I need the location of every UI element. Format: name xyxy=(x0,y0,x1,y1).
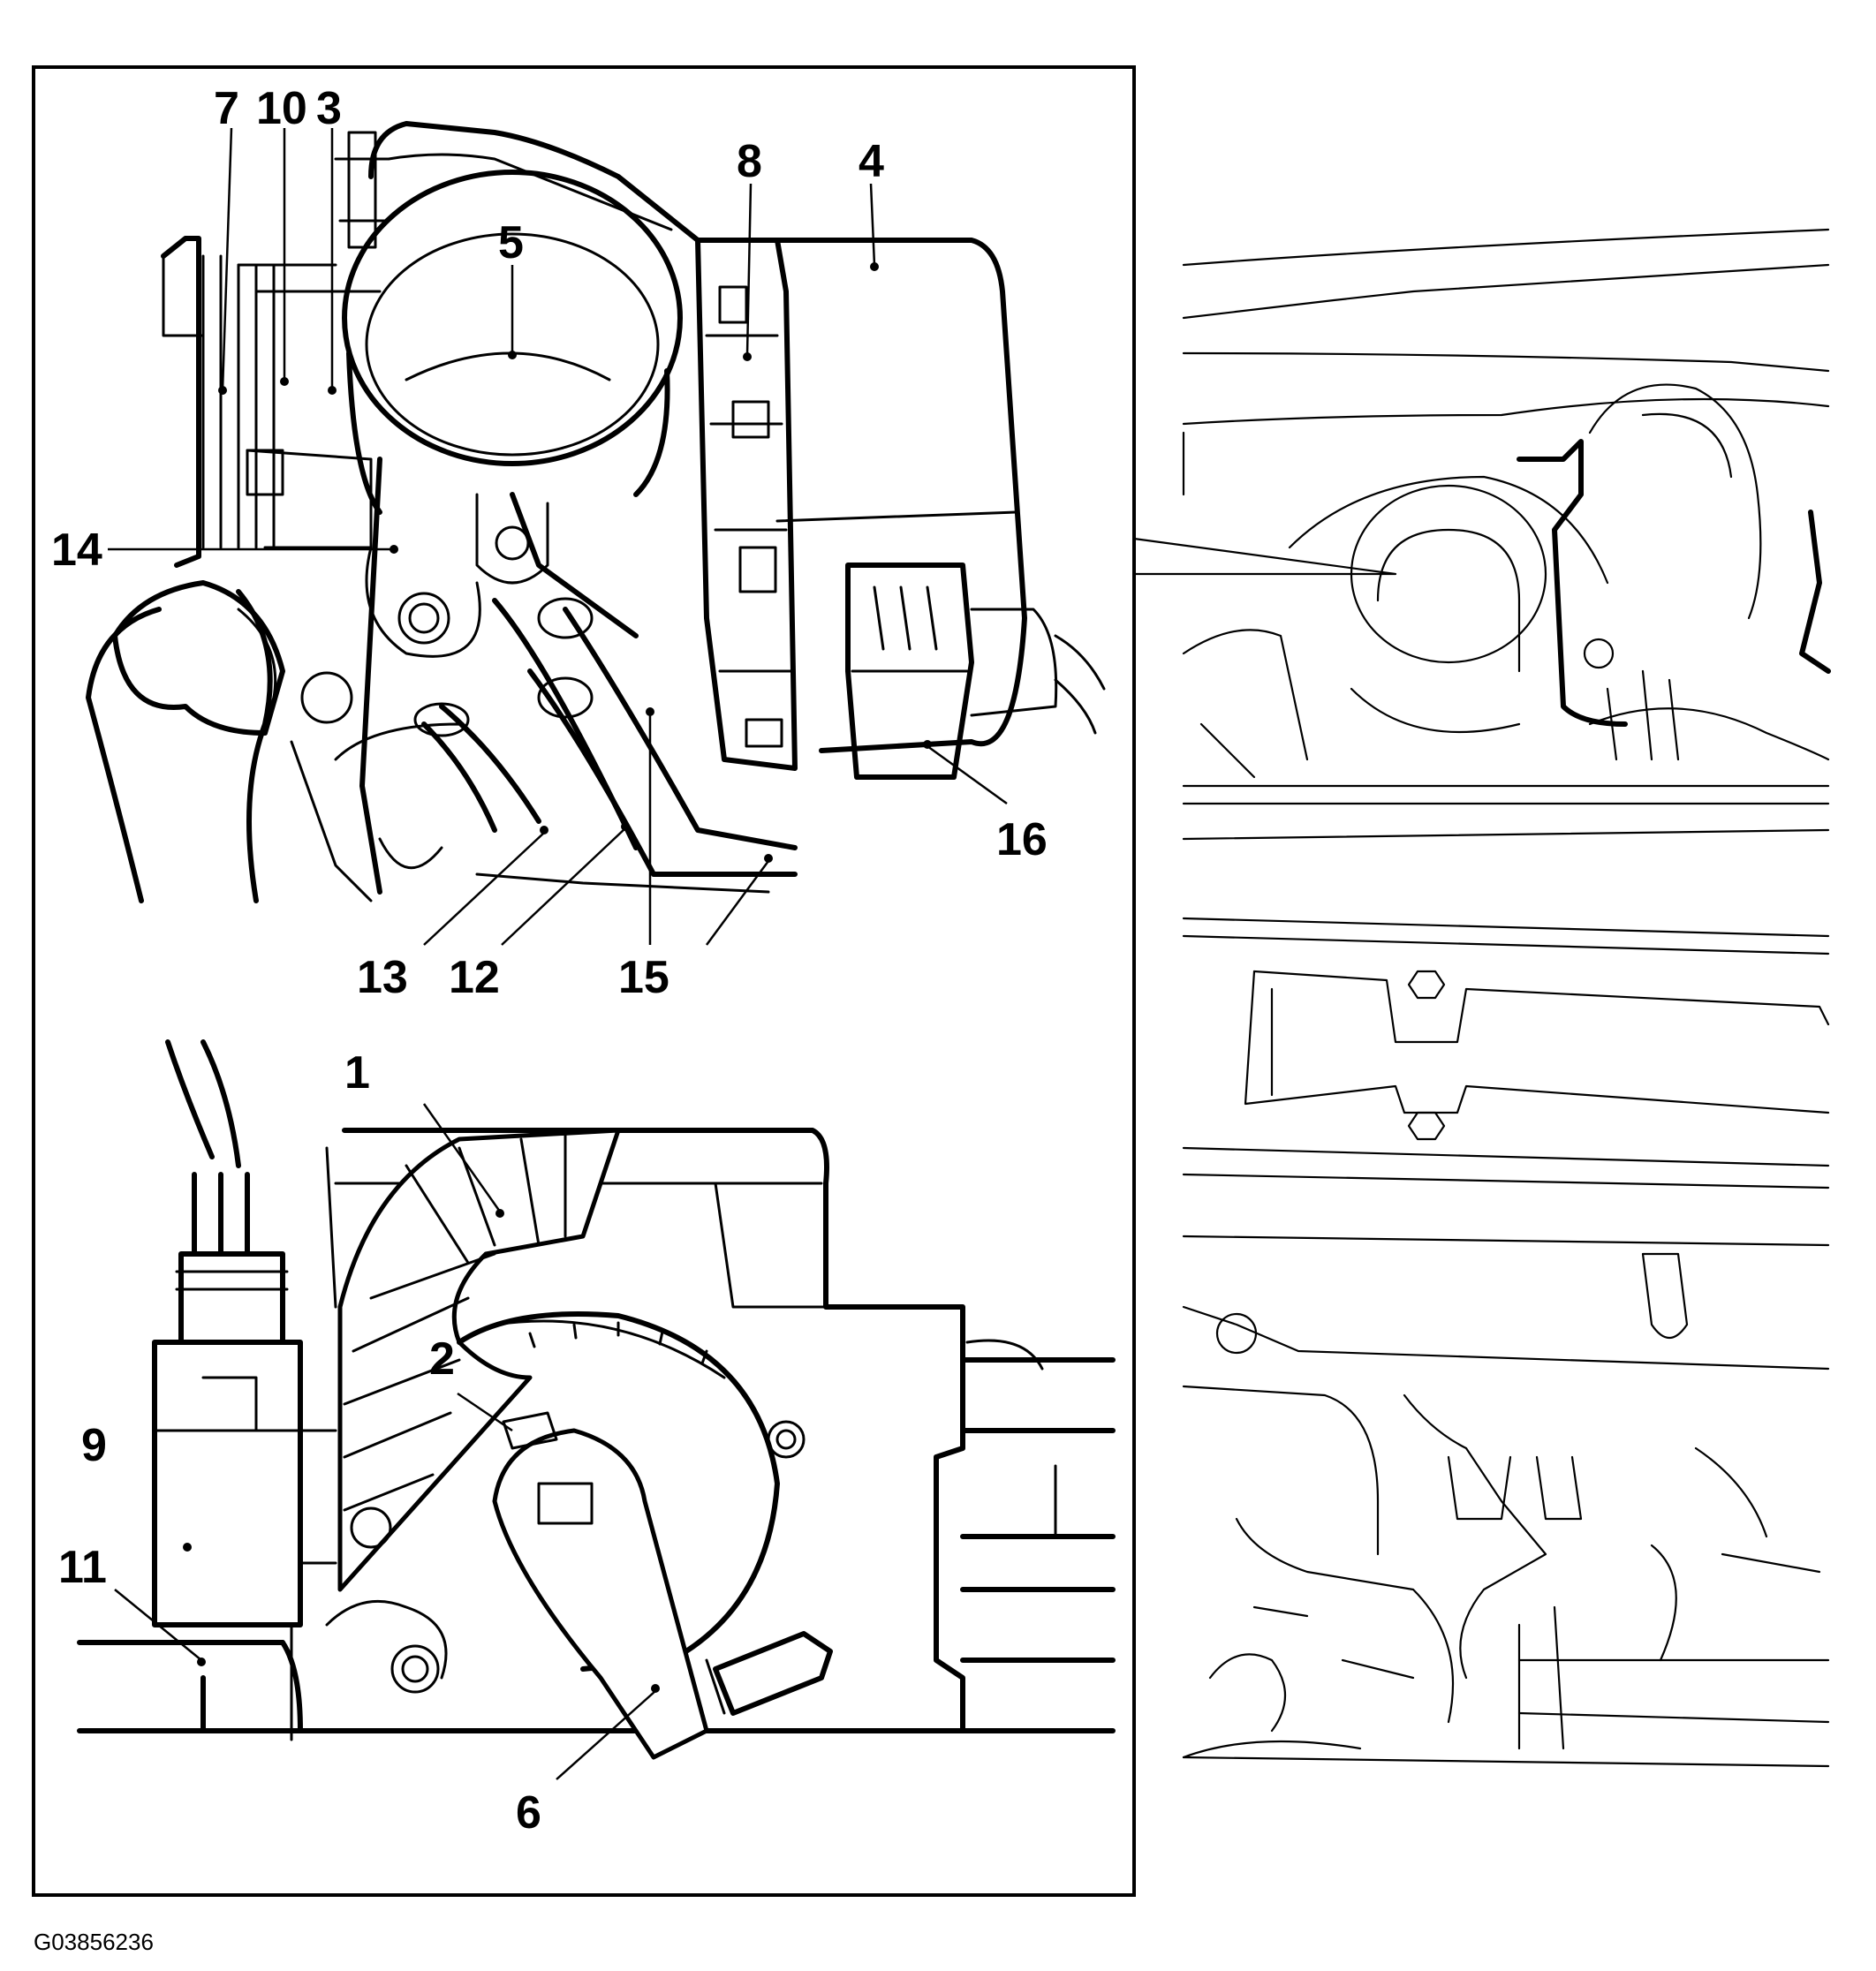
callout-12: 12 xyxy=(449,952,500,1003)
callout-1: 1 xyxy=(344,1047,370,1099)
throttle-body-top-view xyxy=(86,121,1106,903)
throttle-body-bottom-view xyxy=(77,1039,1116,1760)
callout-15: 15 xyxy=(618,952,669,1003)
callout-7: 7 xyxy=(214,83,239,134)
detail-frame xyxy=(32,65,1136,1897)
callout-13: 13 xyxy=(357,952,408,1003)
callout-10: 10 xyxy=(256,83,307,134)
callout-3: 3 xyxy=(316,83,342,134)
leader-dots xyxy=(183,262,932,1693)
callout-16: 16 xyxy=(996,814,1048,865)
callout-9: 9 xyxy=(81,1420,107,1471)
callout-11: 11 xyxy=(58,1542,107,1593)
callout-6: 6 xyxy=(516,1787,541,1839)
callout-4: 4 xyxy=(859,136,884,187)
leader-lines xyxy=(108,127,1008,1780)
engine-bay-context xyxy=(1132,228,1831,1768)
callout-2: 2 xyxy=(429,1333,455,1385)
callout-14: 14 xyxy=(51,525,102,576)
callout-labels: 7 10 3 5 8 4 14 16 13 12 15 1 2 9 11 6 xyxy=(51,83,1048,1839)
figure-reference-code: G03856236 xyxy=(34,1929,154,1955)
callout-8: 8 xyxy=(737,136,762,187)
callout-5: 5 xyxy=(498,217,524,268)
